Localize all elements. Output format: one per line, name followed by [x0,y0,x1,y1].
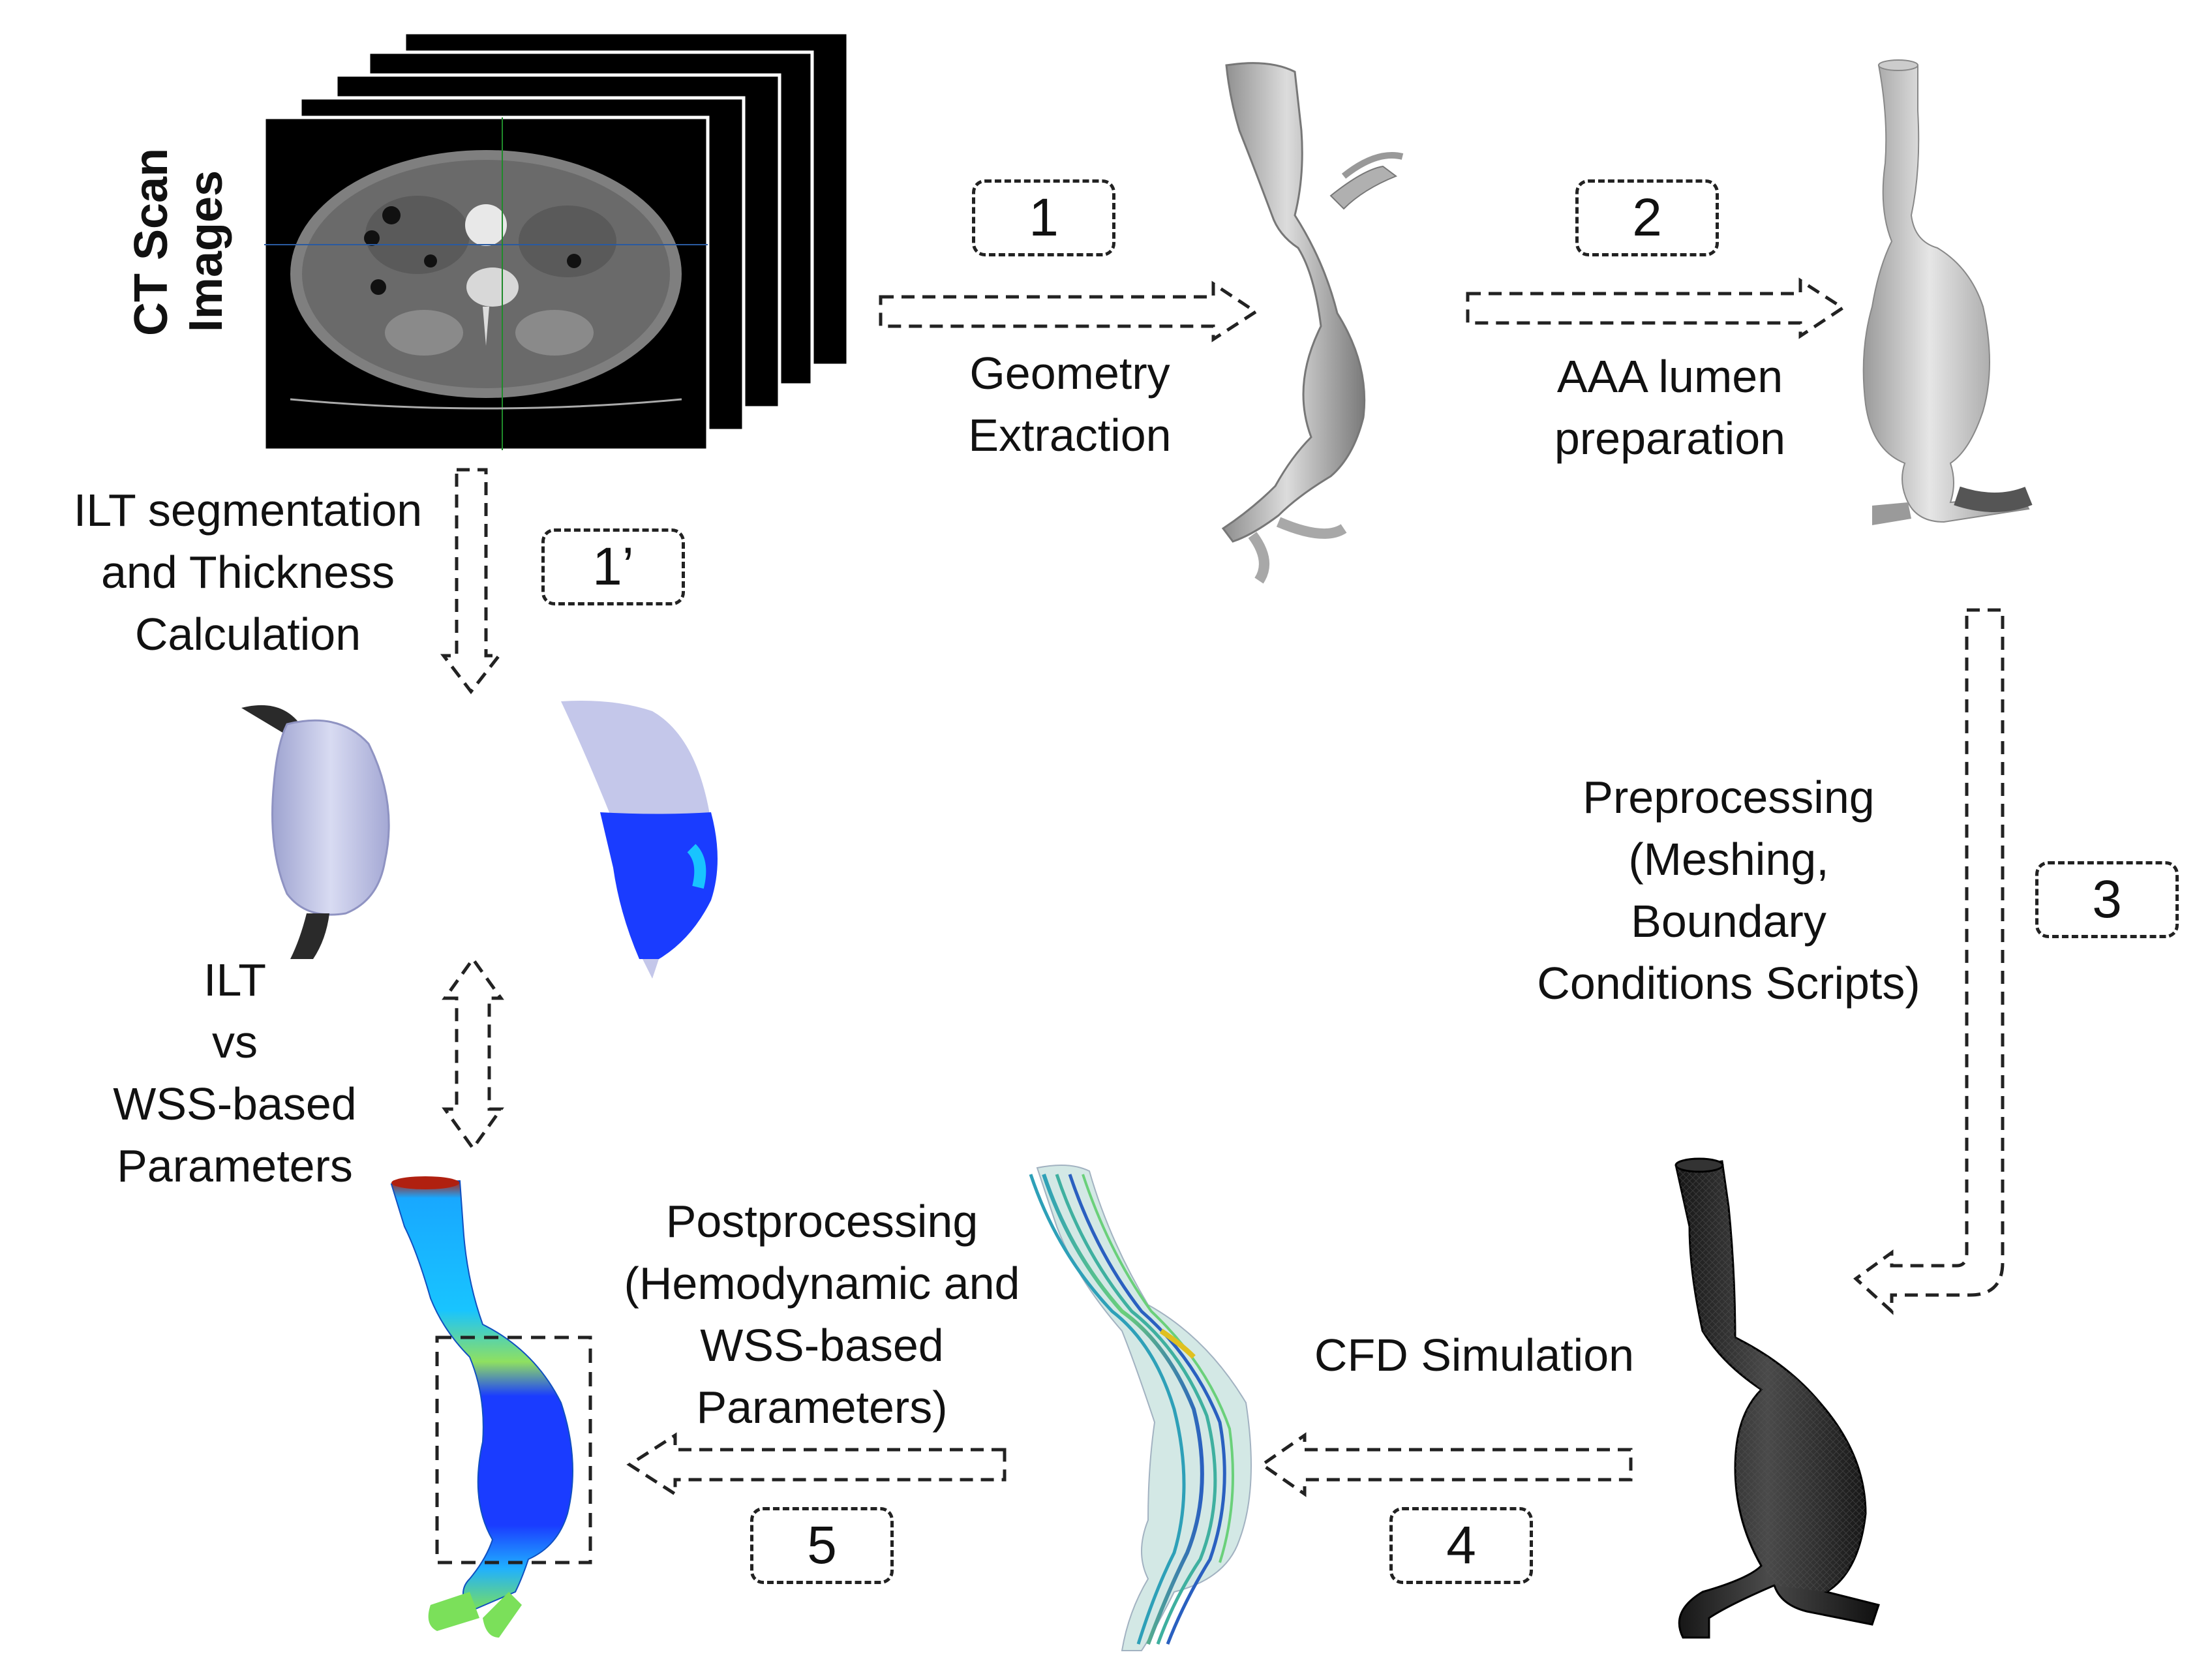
ct-scan-label-line1: CT Scan [125,147,177,336]
preprocessing-line2: (Meshing, [1628,834,1829,885]
arrow-step-4 [1259,1432,1633,1497]
arrow-step-2 [1466,277,1846,339]
ilt-segmentation-line2: and Thickness [100,547,395,598]
postprocessing-label: Postprocessing (Hemodynamic and WSS-base… [587,1191,1057,1439]
step-4-number: 4 [1446,1516,1476,1575]
aaa-lumen-model [1862,59,2033,525]
arrow-step-3 [1853,608,2005,1315]
postprocessing-line3: WSS-based [700,1320,944,1371]
ilt-vs-wss-line1: ILT [204,954,266,1005]
postprocessing-line4: Parameters) [696,1382,948,1433]
preprocessing-line4: Conditions Scripts) [1537,958,1920,1009]
step-3-number: 3 [2092,870,2122,929]
ilt-vs-wss-line2: vs [212,1016,258,1067]
step-3-box: 3 [2035,861,2179,938]
step-2-box: 2 [1575,179,1719,256]
cfd-simulation-label: CFD Simulation [1279,1324,1670,1386]
geometry-extraction-line2: Extraction [968,410,1172,461]
step-2-number: 2 [1632,188,1662,247]
postprocessing-line2: (Hemodynamic and [624,1258,1020,1309]
raw-aaa-geometry [1221,62,1404,584]
arrow-ilt-vs-wss [442,956,504,1152]
arrow-step-1p [440,468,503,695]
aaa-lumen-line2: preparation [1554,413,1786,464]
mesh-model [1674,1157,1880,1639]
ilt-segmentation-line1: ILT segmentation [73,485,423,536]
ilt-vs-wss-line3: WSS-based [113,1078,357,1129]
geometry-extraction-label: Geometry Extraction [926,343,1213,466]
postprocessing-line1: Postprocessing [665,1196,978,1247]
arrow-step-5 [626,1432,1007,1497]
streamline-model [1029,1165,1252,1651]
ilt-thickness-model [561,701,718,979]
step-1-box: 1 [972,179,1115,256]
geometry-extraction-line1: Geometry [969,348,1170,399]
preprocessing-label: Preprocessing (Meshing, Boundary Conditi… [1500,767,1957,1015]
aaa-lumen-label: AAA lumen preparation [1520,346,1820,470]
preprocessing-line3: Boundary [1631,896,1826,947]
step-1p-box: 1’ [541,528,685,605]
cfd-simulation-line1: CFD Simulation [1314,1330,1635,1381]
preprocessing-line1: Preprocessing [1583,772,1875,823]
ilt-vs-wss-label: ILT vs WSS-based Parameters [98,949,372,1197]
step-1p-number: 1’ [592,537,634,596]
step-5-box: 5 [750,1507,894,1584]
ilt-model [241,705,390,959]
ilt-vs-wss-line4: Parameters [117,1140,353,1191]
ilt-segmentation-line3: Calculation [134,609,361,660]
aaa-lumen-line1: AAA lumen [1556,351,1783,402]
ct-scan-label-line2: Images [180,170,232,333]
arrow-step-1 [879,281,1259,343]
step-4-box: 4 [1389,1507,1533,1584]
roi-box [435,1335,592,1564]
ct-scan-label: CT Scan Images [124,147,235,336]
ct-slice-image [264,117,708,450]
step-5-number: 5 [807,1516,837,1575]
step-1-number: 1 [1029,188,1059,247]
wss-model [390,1176,592,1638]
ilt-segmentation-label: ILT segmentation and Thickness Calculati… [39,480,457,665]
